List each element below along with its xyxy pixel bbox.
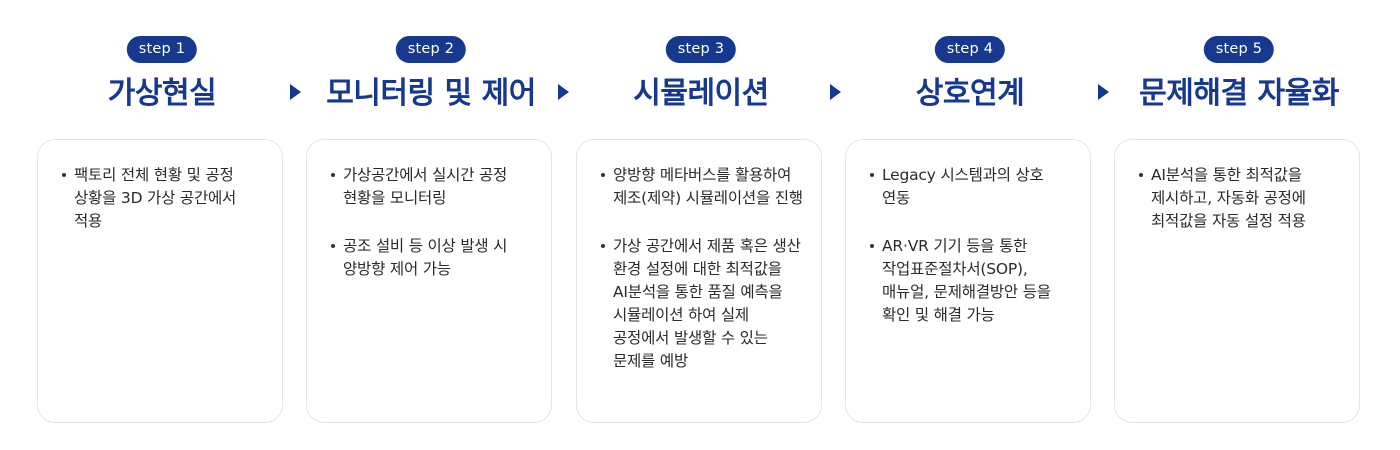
bullet-dot-icon <box>331 244 335 248</box>
step-1-column: step 1 가상현실 팩토리 전체 현황 및 공정 상황을 3D 가상 공간에… <box>37 0 287 450</box>
step-title: 상호연계 <box>915 76 1025 111</box>
step-badge: step 5 <box>1203 36 1275 63</box>
bullet-item: Legacy 시스템과의 상호 연동 <box>870 164 1074 210</box>
step-3-column: step 3 시뮬레이션 양방향 메타버스를 활용하여 제조(제약) 시뮬레이션… <box>576 0 826 450</box>
step-4-column: step 4 상호연계 Legacy 시스템과의 상호 연동 AR·VR 기기 … <box>845 0 1095 450</box>
triangle-right-icon <box>1098 84 1109 100</box>
bullet-list: 가상공간에서 실시간 공정 현황을 모니터링 공조 설비 등 이상 발생 시 양… <box>307 140 551 281</box>
bullet-list: Legacy 시스템과의 상호 연동 AR·VR 기기 등을 통한 작업표준절차… <box>846 140 1090 327</box>
step-card: 양방향 메타버스를 활용하여 제조(제약) 시뮬레이션을 진행 가상 공간에서 … <box>576 139 822 423</box>
step-badge: step 3 <box>665 36 737 63</box>
bullet-dot-icon <box>601 173 605 177</box>
bullet-dot-icon <box>1139 173 1143 177</box>
step-title: 모니터링 및 제어 <box>326 76 536 111</box>
step-card: AI분석을 통한 최적값을 제시하고, 자동화 공정에 최적값을 자동 설정 적… <box>1114 139 1360 423</box>
bullet-dot-icon <box>601 244 605 248</box>
step-title: 시뮬레이션 <box>633 76 769 111</box>
bullet-item: AI분석을 통한 최적값을 제시하고, 자동화 공정에 최적값을 자동 설정 적… <box>1139 164 1343 233</box>
step-card: Legacy 시스템과의 상호 연동 AR·VR 기기 등을 통한 작업표준절차… <box>845 139 1091 423</box>
bullet-dot-icon <box>62 173 66 177</box>
step-card: 가상공간에서 실시간 공정 현황을 모니터링 공조 설비 등 이상 발생 시 양… <box>306 139 552 423</box>
bullet-dot-icon <box>331 173 335 177</box>
bullet-item: AR·VR 기기 등을 통한 작업표준절차서(SOP), 매뉴얼, 문제해결방안… <box>870 235 1074 327</box>
bullet-list: 팩토리 전체 현황 및 공정 상황을 3D 가상 공간에서 적용 <box>38 140 282 233</box>
bullet-item: 양방향 메타버스를 활용하여 제조(제약) 시뮬레이션을 진행 <box>601 164 805 210</box>
bullet-dot-icon <box>870 244 874 248</box>
triangle-right-icon <box>558 84 569 100</box>
bullet-item: 팩토리 전체 현황 및 공정 상황을 3D 가상 공간에서 적용 <box>62 164 266 233</box>
step-5-column: step 5 문제해결 자율화 AI분석을 통한 최적값을 제시하고, 자동화 … <box>1114 0 1364 450</box>
step-title: 문제해결 자율화 <box>1139 76 1339 111</box>
bullet-item: 가상공간에서 실시간 공정 현황을 모니터링 <box>331 164 535 210</box>
step-title: 가상현실 <box>107 76 217 111</box>
bullet-list: 양방향 메타버스를 활용하여 제조(제약) 시뮬레이션을 진행 가상 공간에서 … <box>577 140 821 373</box>
triangle-right-icon <box>290 84 301 100</box>
bullet-item: 가상 공간에서 제품 혹은 생산 환경 설정에 대한 최적값을 AI분석을 통한… <box>601 235 805 373</box>
step-card: 팩토리 전체 현황 및 공정 상황을 3D 가상 공간에서 적용 <box>37 139 283 423</box>
step-2-column: step 2 모니터링 및 제어 가상공간에서 실시간 공정 현황을 모니터링 … <box>306 0 556 450</box>
bullet-list: AI분석을 통한 최적값을 제시하고, 자동화 공정에 최적값을 자동 설정 적… <box>1115 140 1359 233</box>
bullet-item: 공조 설비 등 이상 발생 시 양방향 제어 가능 <box>331 235 535 281</box>
bullet-dot-icon <box>870 173 874 177</box>
triangle-right-icon <box>830 84 841 100</box>
step-badge: step 4 <box>934 36 1006 63</box>
step-badge: step 2 <box>395 36 467 63</box>
step-badge: step 1 <box>126 36 198 63</box>
